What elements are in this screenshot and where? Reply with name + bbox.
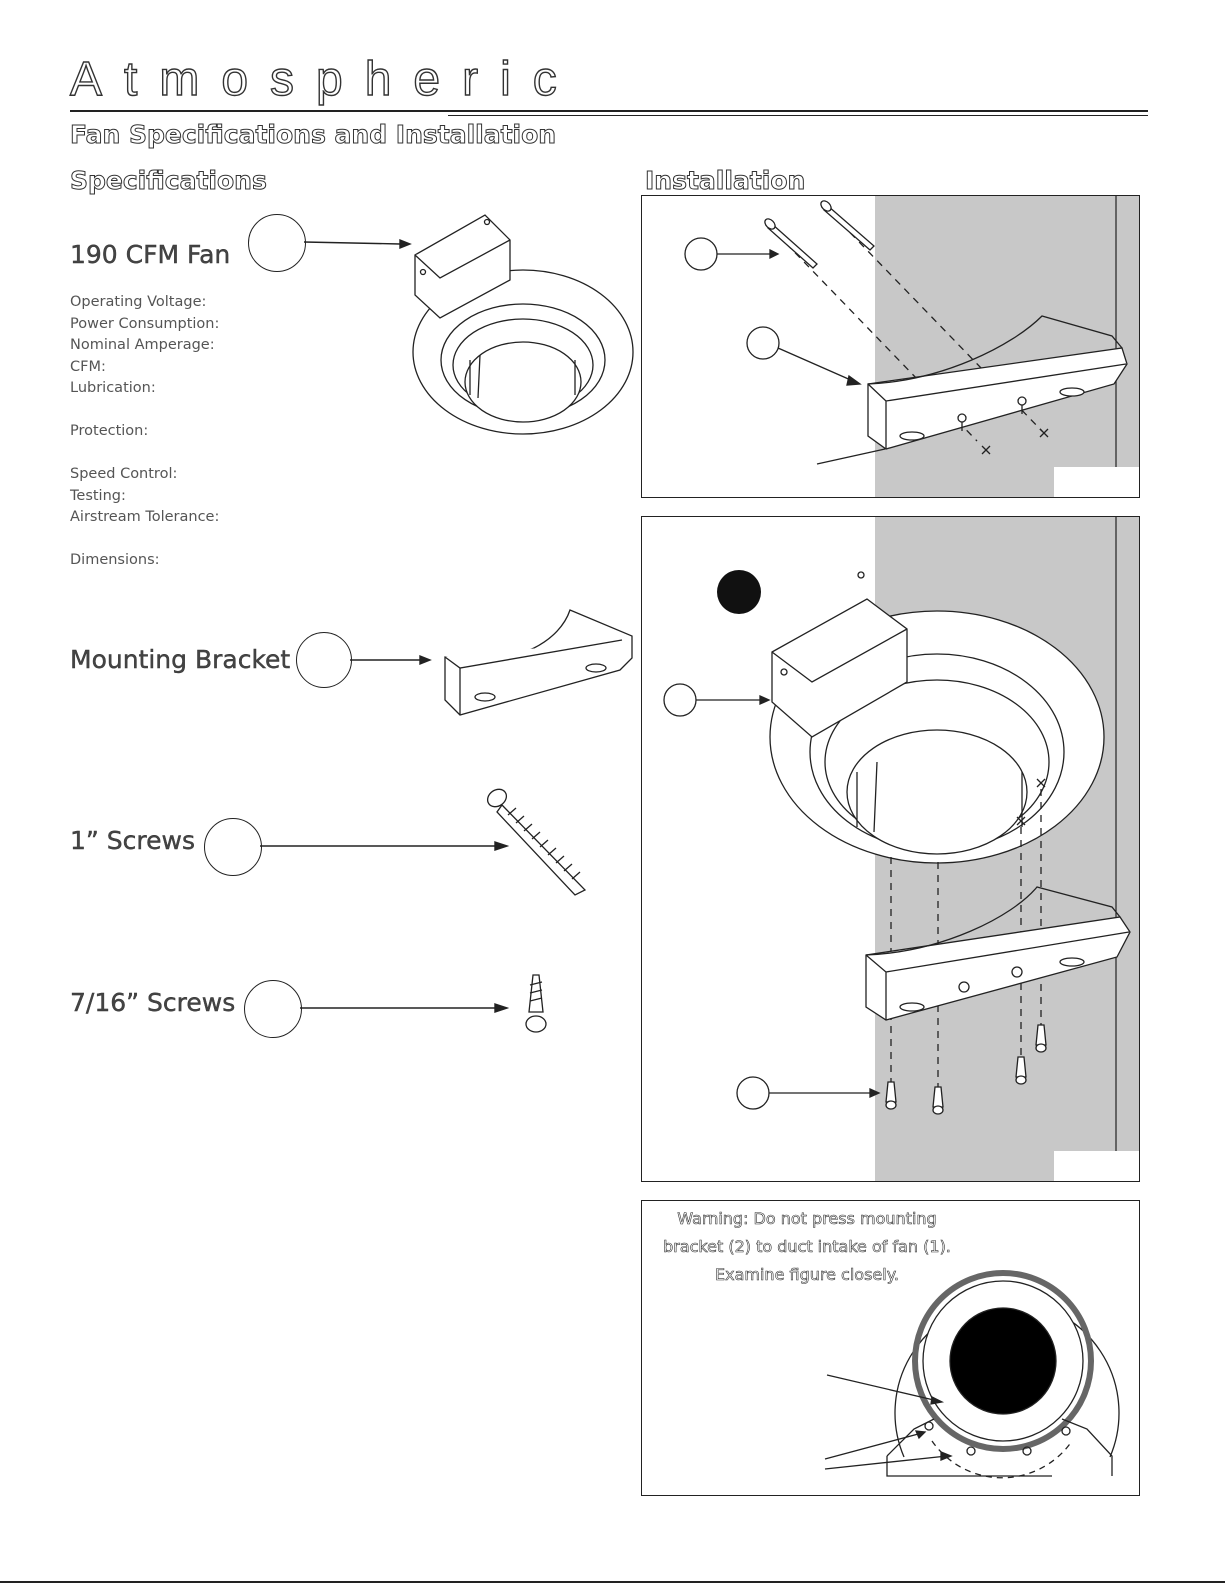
short-screw-drawing <box>525 974 547 1033</box>
fan-arrow <box>303 241 401 245</box>
long-screws-callout <box>204 818 262 876</box>
duct-intake-ring <box>912 1270 1094 1452</box>
fan-drawing <box>412 214 634 435</box>
short-screw-arrowhead <box>494 1003 510 1013</box>
long-screw-arrowhead <box>494 841 510 851</box>
bracket-callout <box>296 632 352 688</box>
page-title: Fan Specifications and Installation <box>69 120 557 150</box>
spec-label: Speed Control: <box>70 466 178 482</box>
spec-list: Operating Voltage: Power Consumption: No… <box>70 292 219 572</box>
short-screws-title: 7/16” Screws <box>70 988 236 1017</box>
fan-arrowhead <box>399 238 412 250</box>
parts-illustrations <box>260 214 634 1033</box>
step-number-box <box>1054 1151 1139 1181</box>
screw-callout-step2 <box>736 1076 770 1110</box>
bracket-drawing <box>444 609 633 716</box>
screw-callout <box>684 237 718 271</box>
install-step-2-figure <box>663 517 1139 1181</box>
step-marker-filled <box>717 570 761 614</box>
install-warning-panel <box>641 1200 1140 1496</box>
spec-label: CFM: <box>70 358 106 375</box>
small-screws <box>885 1024 1047 1115</box>
spec-label: Testing: <box>70 487 126 504</box>
spec-label: Power Consumption: <box>70 315 220 332</box>
warning-line-1: Warning: Do not press mounting <box>677 1209 937 1229</box>
header-rule <box>70 110 1148 112</box>
fan-opening <box>949 1307 1057 1415</box>
spec-label: Nominal Amperage: <box>70 337 215 353</box>
section-title-installation: Installation <box>644 166 806 196</box>
fan-title: 190 CFM Fan <box>70 240 231 269</box>
long-screw-drawing <box>486 788 587 896</box>
bracket-arrowhead <box>419 654 432 666</box>
spec-label: Dimensions: <box>70 552 160 568</box>
bracket-title: Mounting Bracket <box>70 645 291 674</box>
section-title-specifications: Specifications <box>70 166 268 196</box>
spec-label: Lubrication: <box>70 380 156 396</box>
spec-label: Operating Voltage: <box>70 294 207 310</box>
screw-drawings <box>764 200 875 269</box>
step-number-box <box>1054 467 1139 497</box>
junction-box <box>771 598 908 738</box>
fan-callout <box>248 214 306 272</box>
spec-label: Protection: <box>70 423 149 439</box>
warning-line-3: Examine figure closely. <box>715 1265 900 1285</box>
spec-label: Airstream Tolerance: <box>70 509 220 525</box>
fan-callout-step2 <box>663 683 697 717</box>
footer-rule <box>0 1581 1225 1583</box>
install-step-1-figure <box>684 196 1139 497</box>
install-step-2-panel <box>641 516 1140 1182</box>
short-screws-callout <box>244 980 302 1038</box>
warning-line-2: bracket (2) to duct intake of fan (1). <box>663 1237 951 1257</box>
brand-logo: Atmospheric <box>69 52 579 106</box>
bracket-callout-step1 <box>746 326 780 360</box>
header-rule-thin <box>448 115 1148 116</box>
wall-surface <box>875 196 1139 497</box>
warning-text: Warning: Do not press mounting bracket (… <box>648 1205 966 1289</box>
install-step-1-panel <box>641 195 1140 498</box>
warning-figure <box>824 1270 1120 1479</box>
long-screws-title: 1” Screws <box>70 826 195 855</box>
